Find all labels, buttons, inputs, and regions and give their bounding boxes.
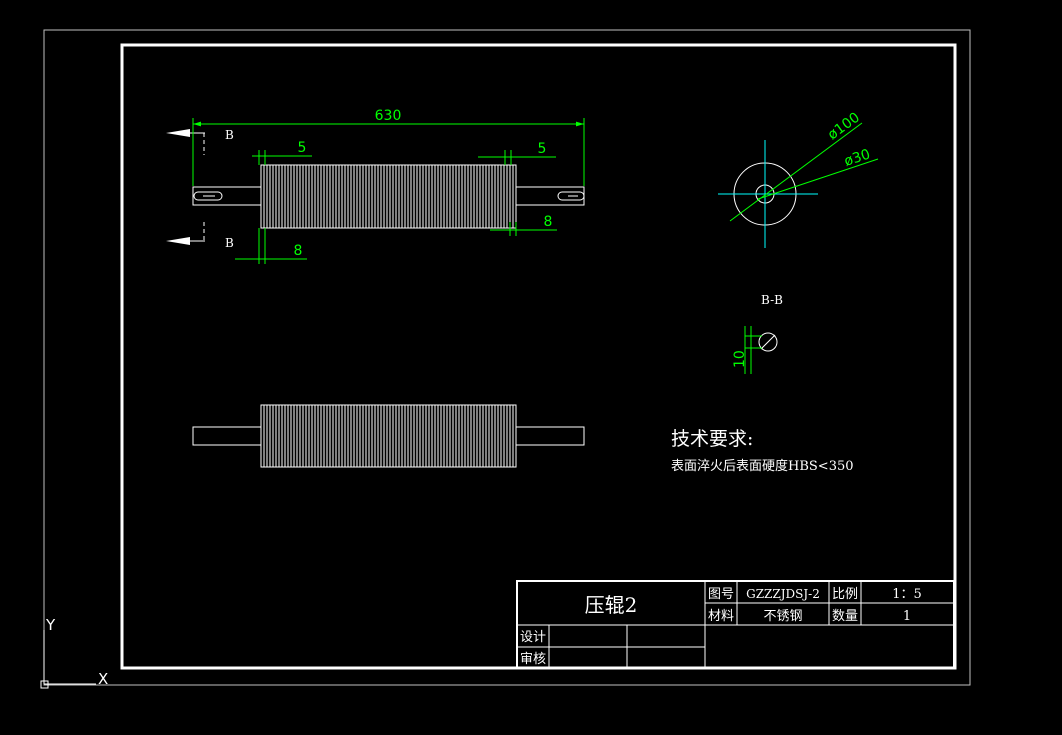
roller-grooves-top	[263, 165, 514, 228]
ucs-x-label: X	[98, 670, 108, 688]
section-mark-top: B	[225, 128, 234, 142]
roller-grooves-bottom	[263, 405, 514, 467]
scale-label: 比例	[832, 587, 858, 602]
material-label: 材料	[708, 609, 734, 624]
dim-pitch-right: 8	[544, 214, 553, 230]
scale-value: 1：5	[892, 587, 922, 602]
designer-label: 设计	[520, 630, 546, 645]
dim-inner-diameter: ø30	[842, 146, 872, 169]
dim-groove-left: 5	[298, 140, 307, 156]
left-shaft-bottom	[192, 426, 262, 446]
section-cut-markers: B B	[166, 128, 234, 250]
title-block	[516, 580, 955, 669]
dim-overall-length: 630	[375, 108, 402, 124]
ucs-icon: Y X	[40, 616, 108, 689]
tech-req-line1: 表面淬火后表面硬度HBS<350	[671, 458, 854, 474]
leader-d100	[729, 122, 863, 222]
front-view	[192, 164, 585, 229]
roller-body-top	[260, 164, 517, 229]
dim-key-width: 10	[732, 350, 748, 368]
dim-pitch-left: 8	[294, 243, 303, 259]
dim-groove-right: 5	[538, 141, 547, 157]
title-block-text: 压辊2 图号 GZZZJDSJ-2 比例 1：5 材料 不锈钢 数量 1 设计 …	[520, 587, 922, 667]
reviewer-label: 审核	[520, 652, 546, 667]
tech-req-title: 技术要求:	[671, 428, 753, 450]
right-shaft-bottom	[515, 426, 585, 446]
material-value: 不锈钢	[763, 609, 802, 624]
paper-outer-frame	[43, 29, 971, 686]
roller-body-bottom	[260, 404, 517, 468]
section-label: B-B	[761, 293, 783, 307]
qty-value: 1	[903, 609, 911, 624]
ucs-y-label: Y	[45, 616, 56, 634]
section-mark-bottom: B	[225, 236, 234, 250]
drawing-no: GZZZJDSJ-2	[746, 587, 820, 601]
side-view: ø100 ø30	[718, 110, 879, 248]
bottom-view	[192, 404, 585, 468]
tech-requirements: 技术要求: 表面淬火后表面硬度HBS<350	[671, 428, 854, 474]
front-view-dimensions: 630 5 5 8 8	[192, 108, 585, 264]
drawing-no-label: 图号	[708, 587, 734, 602]
leader-d30	[757, 158, 879, 200]
part-name: 压辊2	[585, 593, 638, 617]
dim-outer-diameter: ø100	[825, 110, 863, 144]
qty-label: 数量	[832, 609, 858, 624]
section-bb: B-B 10	[732, 293, 783, 374]
